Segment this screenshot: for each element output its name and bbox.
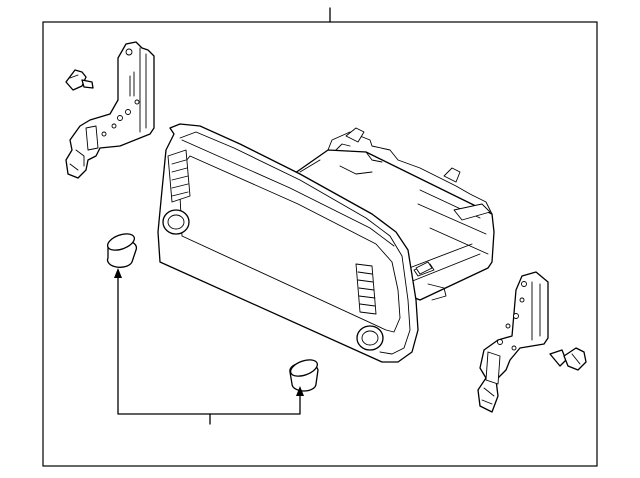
left-vent	[167, 149, 191, 203]
diagram-frame	[42, 21, 598, 467]
left-mounting-bracket	[65, 41, 155, 179]
left-knob	[106, 233, 138, 268]
right-screw	[549, 347, 587, 371]
right-bezel-knob	[356, 325, 384, 351]
right-vent	[355, 263, 377, 315]
radio-unit-assembly	[157, 123, 495, 363]
knob-callout-leaders	[114, 268, 304, 425]
right-mounting-bracket	[477, 271, 549, 413]
left-bezel-knob	[162, 209, 190, 235]
left-screw	[65, 69, 94, 91]
right-knob	[289, 359, 319, 392]
